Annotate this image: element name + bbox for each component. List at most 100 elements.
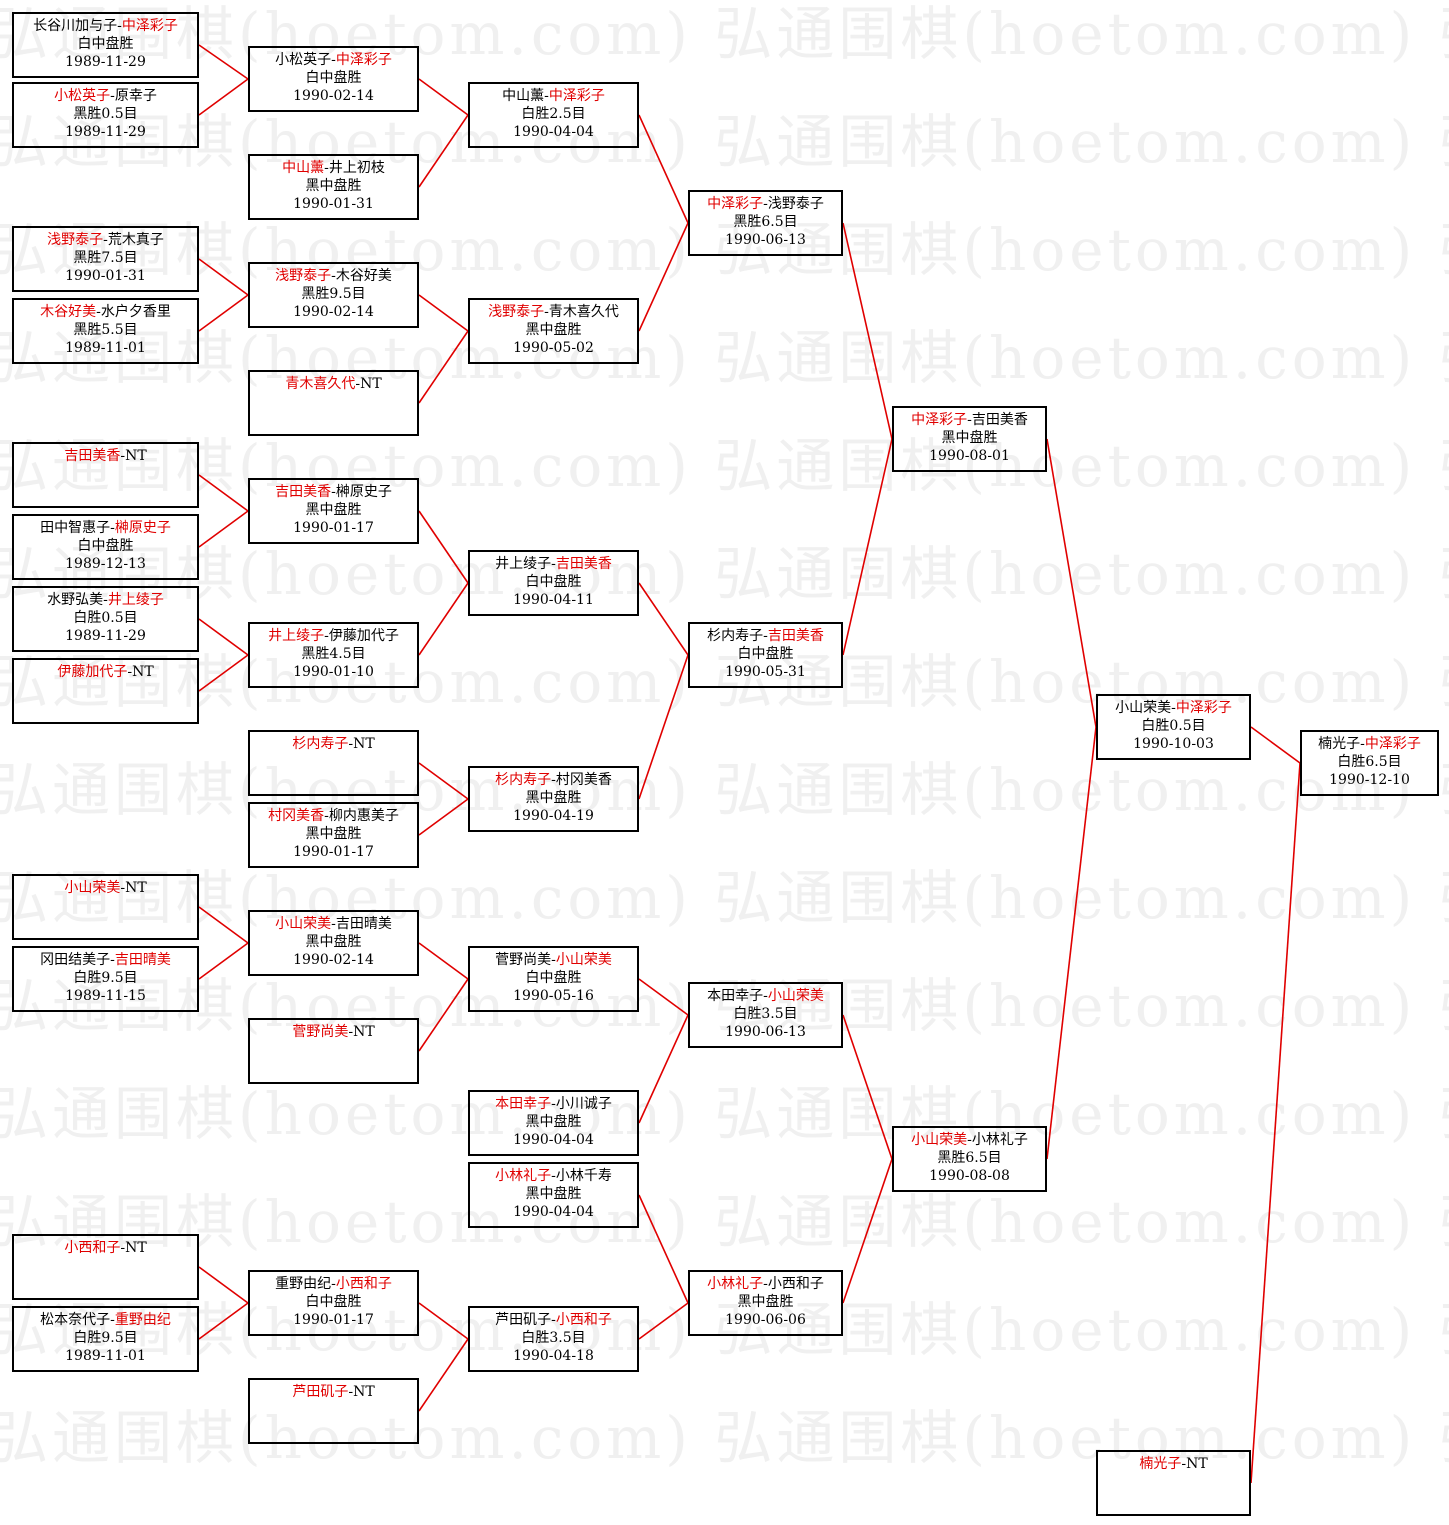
separator: - [348, 1024, 354, 1040]
player-white: 伊藤加代子 [328, 628, 399, 644]
player-black: 木谷好美 [40, 304, 97, 320]
match-result: 黑中盘胜 [305, 502, 362, 518]
match-players: 楠光子-中泽彩子 [1302, 735, 1437, 753]
separator: - [355, 376, 361, 392]
match-box-r2-4: 青木喜久代-NT [248, 370, 419, 436]
player-black: 浅野泰子 [488, 304, 545, 320]
match-date: 1990-02-14 [293, 304, 374, 320]
connector-line [198, 44, 249, 80]
player-black: 小山荣美 [911, 1132, 968, 1148]
connector-line [198, 654, 249, 692]
match-date: 1990-01-17 [293, 1312, 374, 1328]
player-white: 水户夕香里 [100, 304, 171, 320]
match-date: 1990-02-14 [293, 952, 374, 968]
player-black: 水野弘美 [47, 592, 104, 608]
separator: - [763, 1276, 768, 1292]
match-box-r2-12: 芦田矶子-NT [248, 1378, 419, 1444]
separator: - [331, 916, 336, 932]
match-date: 1990-08-08 [929, 1168, 1010, 1184]
match-players: 芦田矶子-NT [250, 1383, 417, 1401]
separator: - [544, 88, 549, 104]
match-result: 黑中盘胜 [525, 1186, 582, 1202]
match-date: 1990-08-01 [929, 448, 1010, 464]
match-players: 小西和子-NT [14, 1239, 197, 1257]
player-white: NT [125, 880, 147, 896]
player-white: 小林千寿 [555, 1168, 612, 1184]
match-players: 小山荣美-NT [14, 879, 197, 897]
player-black: 小松英子 [275, 52, 332, 68]
connector-line [418, 510, 469, 584]
match-result: 白中盘胜 [525, 970, 582, 986]
match-date: 1989-11-29 [65, 54, 146, 70]
player-black: 田中智惠子 [40, 520, 111, 536]
player-white: 井上绫子 [107, 592, 164, 608]
connector-line [418, 798, 469, 836]
match-players: 芦田矶子-小西和子 [470, 1311, 637, 1329]
match-date: 1990-06-06 [725, 1312, 806, 1328]
separator: - [551, 556, 556, 572]
player-black: 伊藤加代子 [57, 664, 128, 680]
player-black: 小松英子 [54, 88, 111, 104]
player-black: 青木喜久代 [285, 376, 356, 392]
separator: - [544, 304, 549, 320]
player-white: NT [353, 736, 375, 752]
match-players: 木谷好美-水户夕香里 [14, 303, 197, 321]
connector-line [638, 1302, 689, 1340]
connector-line [418, 978, 469, 1052]
player-white: 榊原史子 [335, 484, 392, 500]
player-black: 长谷川加与子 [33, 18, 118, 34]
match-result: 黑胜0.5目 [73, 106, 138, 122]
separator: - [110, 88, 115, 104]
separator: - [551, 772, 556, 788]
match-result: 白中盘胜 [525, 574, 582, 590]
separator: - [103, 232, 108, 248]
player-white: 木谷好美 [335, 268, 392, 284]
match-date: 1990-04-19 [513, 808, 594, 824]
match-players: 吉田美香-NT [14, 447, 197, 465]
match-players: 本田幸子-小川诚子 [470, 1095, 637, 1113]
player-black: 楠光子 [1318, 736, 1361, 752]
separator: - [1360, 736, 1365, 752]
connector-line [842, 438, 893, 656]
match-players: 小松英子-中泽彩子 [250, 51, 417, 69]
connector-line [638, 978, 689, 1016]
player-black: 冈田结美子 [40, 952, 111, 968]
match-players: 浅野泰子-木谷好美 [250, 267, 417, 285]
connector-line [198, 1266, 249, 1304]
player-black: 村冈美香 [268, 808, 325, 824]
separator: - [331, 52, 336, 68]
match-players: 村冈美香-柳内惠美子 [250, 807, 417, 825]
player-white: 小西和子 [767, 1276, 824, 1292]
match-date: 1990-05-31 [725, 664, 806, 680]
player-black: 小山荣美 [275, 916, 332, 932]
match-players: 伊藤加代子-NT [14, 663, 197, 681]
player-black: 重野由纪 [275, 1276, 332, 1292]
player-black: 小林礼子 [707, 1276, 764, 1292]
separator: - [96, 304, 101, 320]
match-result: 黑中盘胜 [737, 1294, 794, 1310]
player-white: 小林礼子 [971, 1132, 1028, 1148]
connector-line [198, 258, 249, 296]
player-white: 中泽彩子 [1364, 736, 1421, 752]
match-players: 小林礼子-小西和子 [690, 1275, 841, 1293]
match-players: 中山薰-中泽彩子 [470, 87, 637, 105]
separator: - [110, 1312, 115, 1328]
match-players: 中泽彩子-吉田美香 [894, 411, 1045, 429]
connector-line [842, 1158, 893, 1304]
match-date: 1990-01-17 [293, 844, 374, 860]
match-box-r1-11: 小西和子-NT [12, 1234, 199, 1300]
match-players: 本田幸子-小山荣美 [690, 987, 841, 1005]
